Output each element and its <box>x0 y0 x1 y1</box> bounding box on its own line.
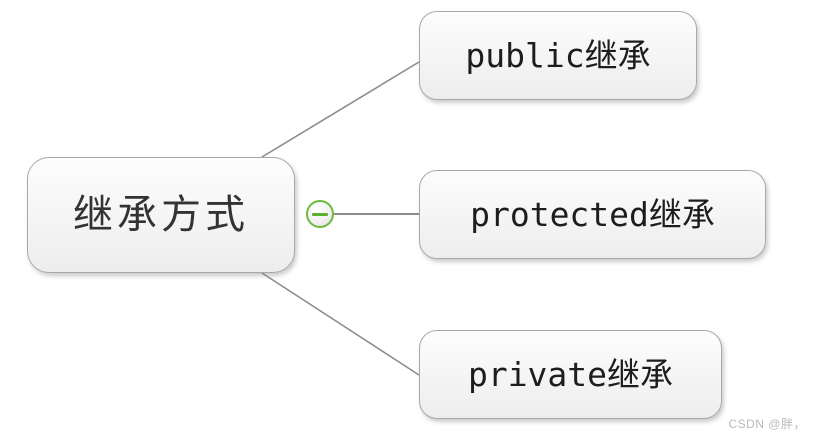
node-protected-label: protected继承 <box>470 195 715 234</box>
mindmap-node-private[interactable]: private继承 <box>419 330 722 419</box>
node-private-label: private继承 <box>467 355 674 394</box>
connector-root-to-public <box>261 61 420 158</box>
node-public-label: public继承 <box>465 36 651 75</box>
connector-root-to-private <box>261 272 420 376</box>
minus-icon <box>312 213 328 216</box>
mindmap-node-protected[interactable]: protected继承 <box>419 170 766 259</box>
mindmap-node-public[interactable]: public继承 <box>419 11 697 100</box>
node-root-label: 继承方式 <box>73 192 249 238</box>
collapse-toggle-icon[interactable] <box>306 200 334 228</box>
mindmap-node-root[interactable]: 继承方式 <box>27 157 295 273</box>
watermark: CSDN @胖， <box>728 417 806 431</box>
